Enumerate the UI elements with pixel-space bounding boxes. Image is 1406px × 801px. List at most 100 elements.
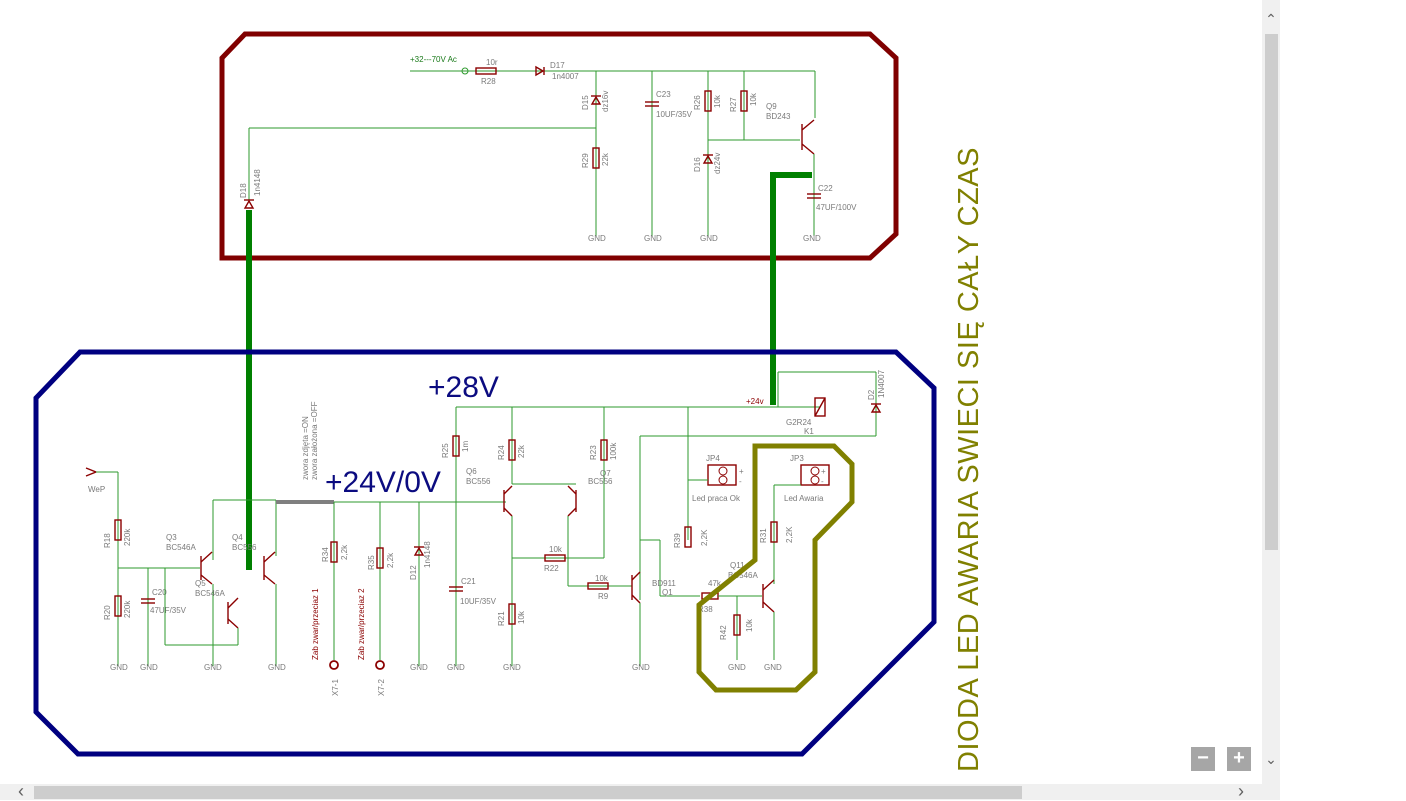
svg-text:JP3: JP3 (790, 454, 804, 463)
svg-text:47UF/35V: 47UF/35V (150, 606, 187, 615)
svg-text:R27: R27 (729, 97, 738, 112)
fault-led-highlight (696, 443, 855, 693)
svg-text:BD911: BD911 (652, 579, 676, 588)
svg-text:D2: D2 (867, 389, 876, 400)
diode-d12 (413, 546, 425, 556)
svg-text:R22: R22 (544, 564, 559, 573)
svg-text:Zab zwar/przeciaz 1: Zab zwar/przeciaz 1 (311, 588, 320, 660)
svg-text:C20: C20 (152, 588, 167, 597)
svg-text:dz24v: dz24v (713, 153, 722, 174)
zoom-in-button[interactable]: + (1227, 747, 1251, 771)
svg-text:JP4: JP4 (706, 454, 720, 463)
resistor-r24 (508, 439, 516, 461)
resistor-r18 (114, 519, 122, 541)
svg-text:BC546A: BC546A (195, 589, 225, 598)
svg-text:GND: GND (700, 234, 718, 243)
svg-text:R18: R18 (103, 533, 112, 548)
svg-text:R39: R39 (673, 533, 682, 548)
svg-text:WeP: WeP (88, 485, 105, 494)
svg-text:R26: R26 (693, 95, 702, 110)
svg-text:-: - (821, 477, 824, 486)
scroll-down-icon[interactable]: ⌄ (1265, 751, 1277, 767)
resistor-r31 (770, 521, 778, 543)
svg-text:D17: D17 (550, 61, 565, 70)
scroll-left-icon[interactable]: ‹ (18, 781, 24, 801)
resistor-r28 (475, 67, 497, 75)
resistor-r29 (592, 147, 600, 169)
schematic-viewer[interactable]: +32---70V Ac 10r R28 D17 1n4007 D15 dz16… (0, 0, 1262, 784)
diagram-title: DIODA LED AWARIA SWIECI SIĘ CAŁY CZAS (953, 147, 985, 772)
svg-text:10k: 10k (749, 92, 758, 106)
svg-text:R38: R38 (698, 605, 713, 614)
svg-text:BC546A: BC546A (728, 571, 758, 580)
resistor-r39 (684, 526, 692, 548)
svg-text:-: - (739, 477, 742, 486)
svg-text:10k: 10k (745, 618, 754, 632)
svg-text:R20: R20 (103, 605, 112, 620)
svg-text:10UF/35V: 10UF/35V (460, 597, 497, 606)
svg-text:R23: R23 (589, 445, 598, 460)
svg-text:GND: GND (204, 663, 222, 672)
vertical-scroll-thumb[interactable] (1265, 34, 1278, 550)
svg-text:Zab zwar/przeciaz 2: Zab zwar/przeciaz 2 (357, 588, 366, 660)
svg-text:10r: 10r (486, 58, 498, 67)
resistor-r35 (376, 547, 384, 569)
svg-text:Q5: Q5 (195, 579, 206, 588)
svg-text:D15: D15 (581, 95, 590, 110)
zoom-out-button[interactable]: − (1191, 747, 1215, 771)
diode-d18 (243, 199, 255, 209)
svg-text:47k: 47k (708, 579, 722, 588)
resistor-r25 (452, 435, 460, 457)
svg-text:D18: D18 (239, 183, 248, 198)
svg-text:GND: GND (588, 234, 606, 243)
svg-text:GND: GND (803, 234, 821, 243)
svg-text:R28: R28 (481, 77, 496, 86)
resistor-r26 (704, 90, 712, 112)
svg-text:dz16v: dz16v (601, 91, 610, 112)
svg-text:R31: R31 (759, 528, 768, 543)
svg-text:Q11: Q11 (730, 561, 745, 570)
svg-text:R29: R29 (581, 153, 590, 168)
svg-text:10UF/35V: 10UF/35V (656, 110, 693, 119)
svg-text:D16: D16 (693, 157, 702, 172)
svg-text:1n4148: 1n4148 (253, 169, 262, 196)
svg-text:220k: 220k (123, 600, 132, 618)
svg-text:1n4148: 1n4148 (423, 541, 432, 568)
svg-text:47UF/100V: 47UF/100V (816, 203, 857, 212)
svg-text:Q1: Q1 (662, 588, 673, 597)
svg-text:2,2K: 2,2K (700, 529, 709, 546)
svg-text:R34: R34 (321, 547, 330, 562)
svg-text:2,2k: 2,2k (340, 544, 349, 560)
scroll-up-icon[interactable]: ⌃ (1265, 11, 1277, 27)
svg-text:GND: GND (764, 663, 782, 672)
lower-section-outline (33, 349, 937, 757)
svg-text:BC546A: BC546A (166, 543, 196, 552)
rail-28v-label: +28V (428, 371, 499, 404)
svg-text:+: + (739, 467, 744, 476)
resistor-r22 (544, 554, 566, 562)
jumper-jp4 (707, 464, 737, 486)
jumper-jp3 (800, 464, 830, 486)
svg-text:C23: C23 (656, 90, 671, 99)
svg-text:22k: 22k (517, 444, 526, 458)
zener-d15 (590, 95, 602, 105)
svg-text:GND: GND (110, 663, 128, 672)
svg-text:R24: R24 (497, 445, 506, 460)
svg-text:zwora założona =OFF: zwora założona =OFF (310, 401, 319, 480)
svg-text:GND: GND (268, 663, 286, 672)
diode-d17 (535, 65, 545, 77)
svg-text:GND: GND (644, 234, 662, 243)
scroll-right-icon[interactable]: › (1238, 781, 1244, 801)
schematic-canvas: +32---70V Ac 10r R28 D17 1n4007 D15 dz16… (33, 31, 985, 772)
svg-text:R35: R35 (367, 555, 376, 570)
svg-text:BD243: BD243 (766, 112, 791, 121)
zener-d16 (702, 154, 714, 164)
svg-text:2,2k: 2,2k (386, 552, 395, 568)
svg-text:R21: R21 (497, 611, 506, 626)
svg-text:K1: K1 (804, 427, 814, 436)
svg-text:C22: C22 (818, 184, 833, 193)
svg-text:R42: R42 (719, 625, 728, 640)
horizontal-scroll-thumb[interactable] (34, 786, 1022, 799)
svg-text:Q9: Q9 (766, 102, 777, 111)
scroll-corner (1262, 784, 1280, 800)
